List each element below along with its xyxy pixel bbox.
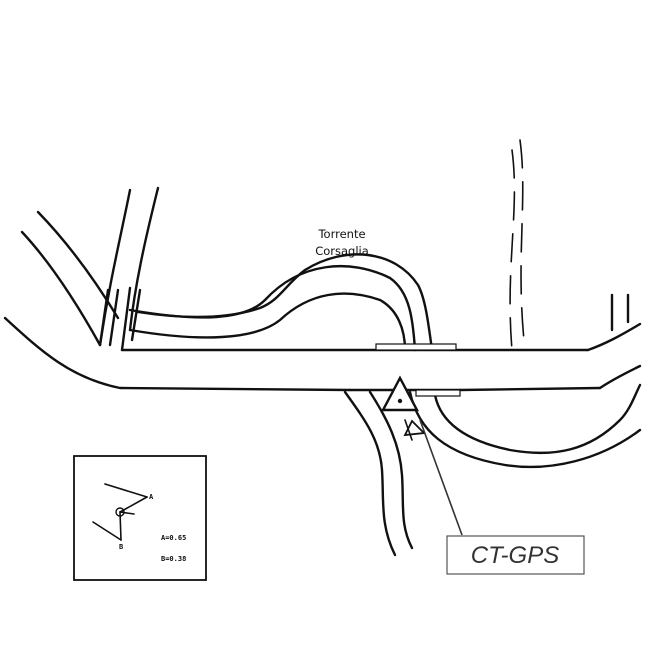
river-label-line1: Torrente — [317, 227, 365, 241]
river-label-line2: Corsaglia — [315, 244, 369, 258]
river-south — [343, 390, 414, 557]
inset-panel: A B A=0.65 B=0.38 — [73, 455, 207, 581]
main-road — [3, 316, 642, 392]
station-marker[interactable] — [381, 375, 426, 441]
dashed-track — [509, 139, 526, 351]
callout-leader — [419, 419, 463, 536]
station-dot — [397, 398, 403, 404]
station-label: CT-GPS — [471, 542, 559, 569]
river-corsaglia — [98, 186, 434, 352]
bridge-north — [375, 343, 457, 351]
bridges — [375, 343, 461, 397]
callout-box: CT-GPS — [446, 535, 585, 575]
inset-label-a: A — [149, 493, 154, 501]
edge-stubs — [610, 293, 630, 332]
river-east — [408, 383, 642, 469]
inset-value-b: B=0.38 — [161, 555, 186, 563]
inset-value-a: A=0.65 — [161, 534, 186, 542]
side-road-left — [20, 210, 120, 347]
inset-diagram — [92, 483, 148, 541]
inset-label-b: B — [119, 543, 123, 551]
triangle-marker-icon — [381, 375, 419, 412]
bridge-south — [415, 389, 461, 397]
